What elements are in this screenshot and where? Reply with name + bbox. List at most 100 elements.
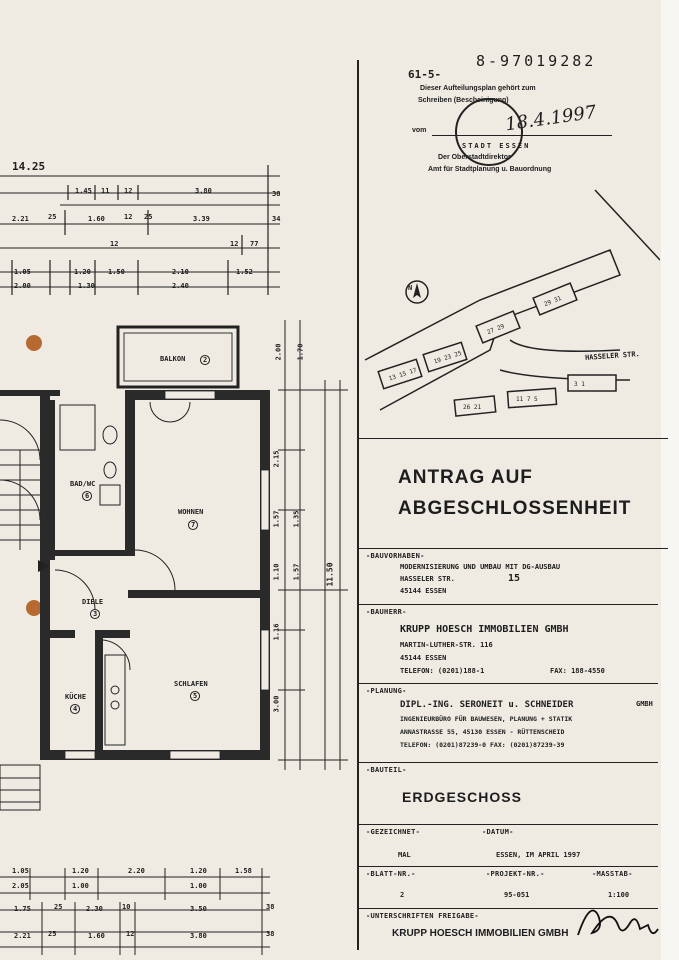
svg-text:3 1: 3 1 bbox=[574, 381, 585, 388]
dim-bot-r3-a: 1.75 bbox=[14, 905, 31, 913]
dim-top-r2-e: 25 bbox=[144, 213, 153, 221]
dim-right-total: 11.50 bbox=[325, 562, 335, 587]
dim-top-r2-c: 1.60 bbox=[88, 215, 105, 223]
dim-bot-r1-a: 1.05 bbox=[12, 867, 29, 875]
dim-right-d: 1.57 bbox=[272, 510, 281, 528]
dim-bot-r2-a: 2.05 bbox=[12, 882, 29, 890]
floor-plan-drawing bbox=[0, 165, 348, 955]
bauvorhaben-label: -BAUVORHABEN- bbox=[366, 552, 425, 560]
dim-top-r1-c: 12 bbox=[124, 187, 133, 195]
planung-line4: TELEFON: (0201)87239-0 FAX: (0201)87239-… bbox=[400, 741, 565, 749]
dim-bot-r4-a: 2.21 bbox=[14, 932, 31, 940]
room-kueche-number: 4 bbox=[70, 704, 81, 714]
stamp-number: 8-97019282 bbox=[476, 52, 597, 70]
room-kueche-label: KÜCHE bbox=[65, 693, 87, 701]
divider-7 bbox=[358, 866, 658, 867]
dim-top-r1-a: 1.45 bbox=[75, 187, 92, 195]
dim-bot-r3-c: 2.30 bbox=[86, 905, 103, 913]
dim-bot-r2-c: 1.00 bbox=[190, 882, 207, 890]
bauvorhaben-line2: HASSELER STR. bbox=[400, 575, 455, 583]
dim-top-r1-b: 11 bbox=[101, 187, 110, 195]
planung-line2: INGENIEURBÜRO FÜR BAUWESEN, PLANUNG + ST… bbox=[400, 715, 573, 723]
bauvorhaben-house-no: 15 bbox=[508, 573, 521, 584]
dim-bot-r1-e: 1.58 bbox=[235, 867, 252, 875]
dim-top-total: 14.25 bbox=[12, 160, 46, 173]
dim-bot-r3-d: 10 bbox=[122, 903, 131, 911]
title-line2: ABGESCHLOSSENHEIT bbox=[398, 498, 632, 519]
datum-label: -DATUM- bbox=[482, 828, 514, 836]
dim-right-a: 2.00 bbox=[274, 343, 283, 361]
blatt-value: 2 bbox=[400, 891, 405, 899]
dim-right-f: 1.10 bbox=[272, 563, 281, 581]
title-line1: ANTRAG AUF bbox=[398, 467, 533, 488]
dim-top-r2-f: 3.39 bbox=[193, 215, 210, 223]
bauherr-name: KRUPP HOESCH IMMOBILIEN GMBH bbox=[400, 624, 569, 635]
stamp-number-prefix: 61-5- bbox=[408, 68, 442, 81]
dim-top-r2-g: 34 bbox=[272, 215, 281, 223]
dim-bot-r3-e: 3.50 bbox=[190, 905, 207, 913]
room-bad-number: 6 bbox=[82, 491, 93, 501]
planung-line3: ANNASTRASSE 55, 45130 ESSEN - RÜTTENSCHE… bbox=[400, 728, 565, 736]
gezeichnet-label: -GEZEICHNET- bbox=[366, 828, 421, 836]
divider-6 bbox=[358, 824, 658, 825]
massstab-label: -MASSTAB- bbox=[592, 870, 633, 878]
blatt-label: -BLATT-NR.- bbox=[366, 870, 416, 878]
paper-edge bbox=[661, 0, 679, 960]
room-balkon-label: BALKON bbox=[160, 355, 186, 363]
divider-3 bbox=[358, 604, 658, 605]
stamp-authority3: Amt für Stadtplanung u. Bauordnung bbox=[428, 166, 552, 173]
divider-5 bbox=[358, 762, 658, 763]
dim-bot-r4-c: 1.60 bbox=[88, 932, 105, 940]
dim-top-r4-b: 1.20 bbox=[74, 268, 91, 276]
dim-top-r4-e: 1.52 bbox=[236, 268, 253, 276]
room-balkon-number: 2 bbox=[200, 355, 211, 365]
stamp-authority2: Der Oberstadtdirektor bbox=[438, 154, 511, 161]
dim-right-h: 1.16 bbox=[272, 623, 281, 641]
massstab-value: 1:100 bbox=[608, 891, 630, 899]
dim-bot-r3-f: 38 bbox=[266, 903, 275, 911]
signatures-label: -UNTERSCHRIFTEN FREIGABE- bbox=[366, 912, 479, 920]
dim-top-r5-b: 1.30 bbox=[78, 282, 95, 290]
dim-bot-r1-c: 2.20 bbox=[128, 867, 145, 875]
dim-top-r4-c: 1.50 bbox=[108, 268, 125, 276]
dim-bot-r1-b: 1.20 bbox=[72, 867, 89, 875]
stamp-authority1: STADT ESSEN bbox=[462, 142, 531, 150]
dim-bot-r4-d: 12 bbox=[126, 930, 135, 938]
room-schlafen-number: 5 bbox=[190, 691, 201, 701]
dim-top-r2-a: 2.21 bbox=[12, 215, 29, 223]
dim-bot-r4-e: 3.80 bbox=[190, 932, 207, 940]
handwritten-signature bbox=[577, 909, 659, 936]
room-schlafen-label: SCHLAFEN bbox=[174, 680, 208, 688]
dim-top-r2-b: 25 bbox=[48, 213, 57, 221]
title-block-border bbox=[357, 60, 359, 950]
divider-8 bbox=[358, 908, 658, 909]
divider-1 bbox=[358, 438, 668, 439]
dim-top-r2-d: 12 bbox=[124, 213, 133, 221]
dim-bot-r2-b: 1.00 bbox=[72, 882, 89, 890]
bauherr-phone: TELEFON: (0201)188-1 bbox=[400, 667, 485, 675]
dim-bot-r4-b: 25 bbox=[48, 930, 57, 938]
dim-bot-r1-d: 1.20 bbox=[190, 867, 207, 875]
punch-hole-bottom bbox=[26, 600, 42, 616]
divider-4 bbox=[358, 683, 658, 684]
dim-top-r5-c: 2.40 bbox=[172, 282, 189, 290]
bauherr-city: 45144 ESSEN bbox=[400, 654, 447, 662]
bauvorhaben-line1: MODERNISIERUNG UND UMBAU MIT DG-AUSBAU bbox=[400, 563, 561, 571]
bauvorhaben-line3: 45144 ESSEN bbox=[400, 587, 447, 595]
projekt-value: 95-051 bbox=[504, 891, 530, 899]
bauteil-value: ERDGESCHOSS bbox=[402, 789, 522, 805]
site-plan-map: 13 15 17 19 23 25 27 29 29 31 26 21 11 7… bbox=[364, 189, 660, 417]
room-diele-label: DIELE bbox=[82, 598, 104, 606]
stamp-line1: Dieser Aufteilungsplan gehört zum bbox=[420, 85, 536, 92]
bauherr-fax: FAX: 188-4550 bbox=[550, 667, 605, 675]
svg-text:11 7 5: 11 7 5 bbox=[516, 396, 538, 403]
dim-top-r3-a: 12 bbox=[110, 240, 119, 248]
svg-text:26 21: 26 21 bbox=[463, 404, 481, 411]
room-bad-label: BAD/WC bbox=[70, 480, 96, 488]
dim-top-r3-c: 77 bbox=[250, 240, 259, 248]
dim-bot-r4-f: 38 bbox=[266, 930, 275, 938]
bauherr-street: MARTIN-LUTHER-STR. 116 bbox=[400, 641, 493, 649]
dim-right-c: 2.15 bbox=[272, 450, 281, 468]
planung-name: DIPL.-ING. SERONEIT u. SCHNEIDER bbox=[400, 700, 574, 710]
